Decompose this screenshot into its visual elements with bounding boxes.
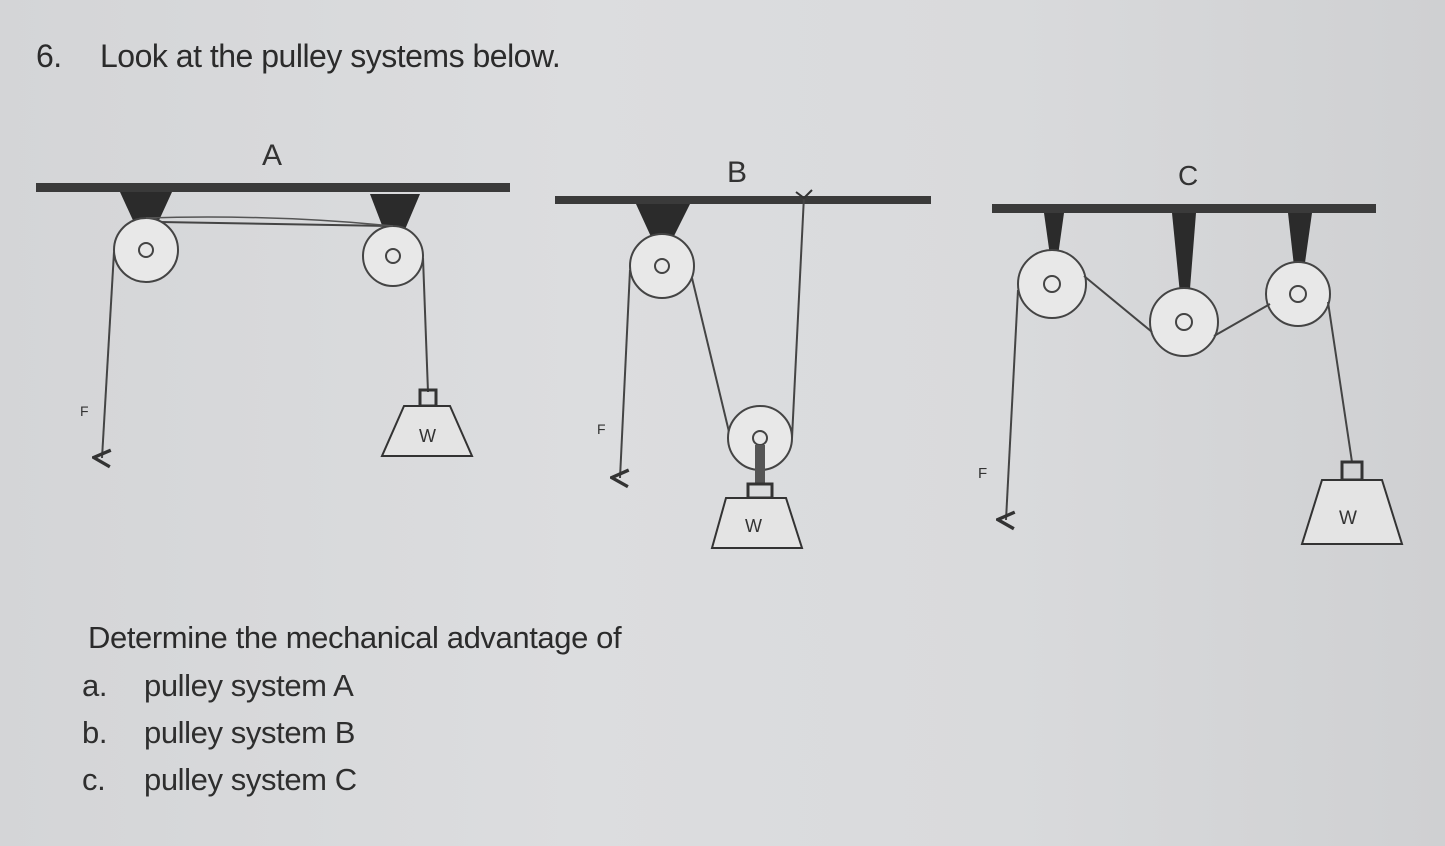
pulley-system-b: B W F xyxy=(555,156,931,549)
option-text: pulley system C xyxy=(144,762,357,797)
system-c-pulley-3 xyxy=(1265,261,1331,327)
system-a-bracket-2 xyxy=(370,194,420,246)
system-b-bracket xyxy=(636,204,690,252)
question-text: Look at the pulley systems below. xyxy=(100,38,561,74)
question-prompt: Determine the mechanical advantage of xyxy=(88,620,622,655)
system-a-ceiling xyxy=(36,183,510,192)
system-c-ceiling xyxy=(992,204,1376,213)
question-number: 6. xyxy=(36,38,62,74)
system-c-label: C xyxy=(1178,160,1198,191)
system-c-load-rope xyxy=(1327,301,1353,463)
pulley-system-c: C W F xyxy=(978,160,1404,545)
system-a-pulley-1 xyxy=(113,217,179,283)
system-a-force-label: F xyxy=(80,403,89,419)
system-c-force-label: F xyxy=(978,465,987,482)
system-a-weight xyxy=(380,405,474,457)
option-letter: c. xyxy=(82,762,106,797)
system-b-force-label: F xyxy=(597,421,606,437)
system-a-bracket-1 xyxy=(120,192,172,240)
system-b-weight-label: W xyxy=(745,516,762,536)
system-a-weight-label: W xyxy=(419,426,436,446)
option-letter: b. xyxy=(82,715,108,750)
system-a-bar xyxy=(159,221,393,227)
system-b-label: B xyxy=(727,156,747,189)
system-a-load-rope xyxy=(422,257,429,393)
option-text: pulley system B xyxy=(144,715,356,750)
system-a-label: A xyxy=(262,139,282,172)
option-b: b. pulley system B xyxy=(82,715,357,762)
system-c-weight-label: W xyxy=(1339,508,1357,529)
option-text: pulley system A xyxy=(144,668,354,703)
system-c-pulley-2 xyxy=(1149,287,1219,357)
option-a: a. pulley system A xyxy=(82,668,357,715)
system-a-pulley-2 xyxy=(362,225,424,287)
system-b-ceiling xyxy=(555,196,931,204)
system-a-effort-rope xyxy=(102,251,115,458)
system-c-weight xyxy=(1300,479,1404,545)
system-b-effort-rope xyxy=(620,269,631,478)
pulley-system-a: A W F xyxy=(36,139,510,458)
system-c-hanger-1 xyxy=(1044,213,1064,270)
option-letter: a. xyxy=(82,668,108,703)
answer-options: a. pulley system A b. pulley system B c. pu… xyxy=(82,668,357,809)
system-c-effort-rope xyxy=(1006,289,1019,520)
system-b-weight xyxy=(710,497,804,549)
option-c: c. pulley system C xyxy=(82,762,357,809)
system-c-pulley-1 xyxy=(1017,249,1087,319)
question-heading: 6. Look at the pulley systems below. xyxy=(36,38,561,75)
system-b-fixed-pulley xyxy=(629,233,695,299)
